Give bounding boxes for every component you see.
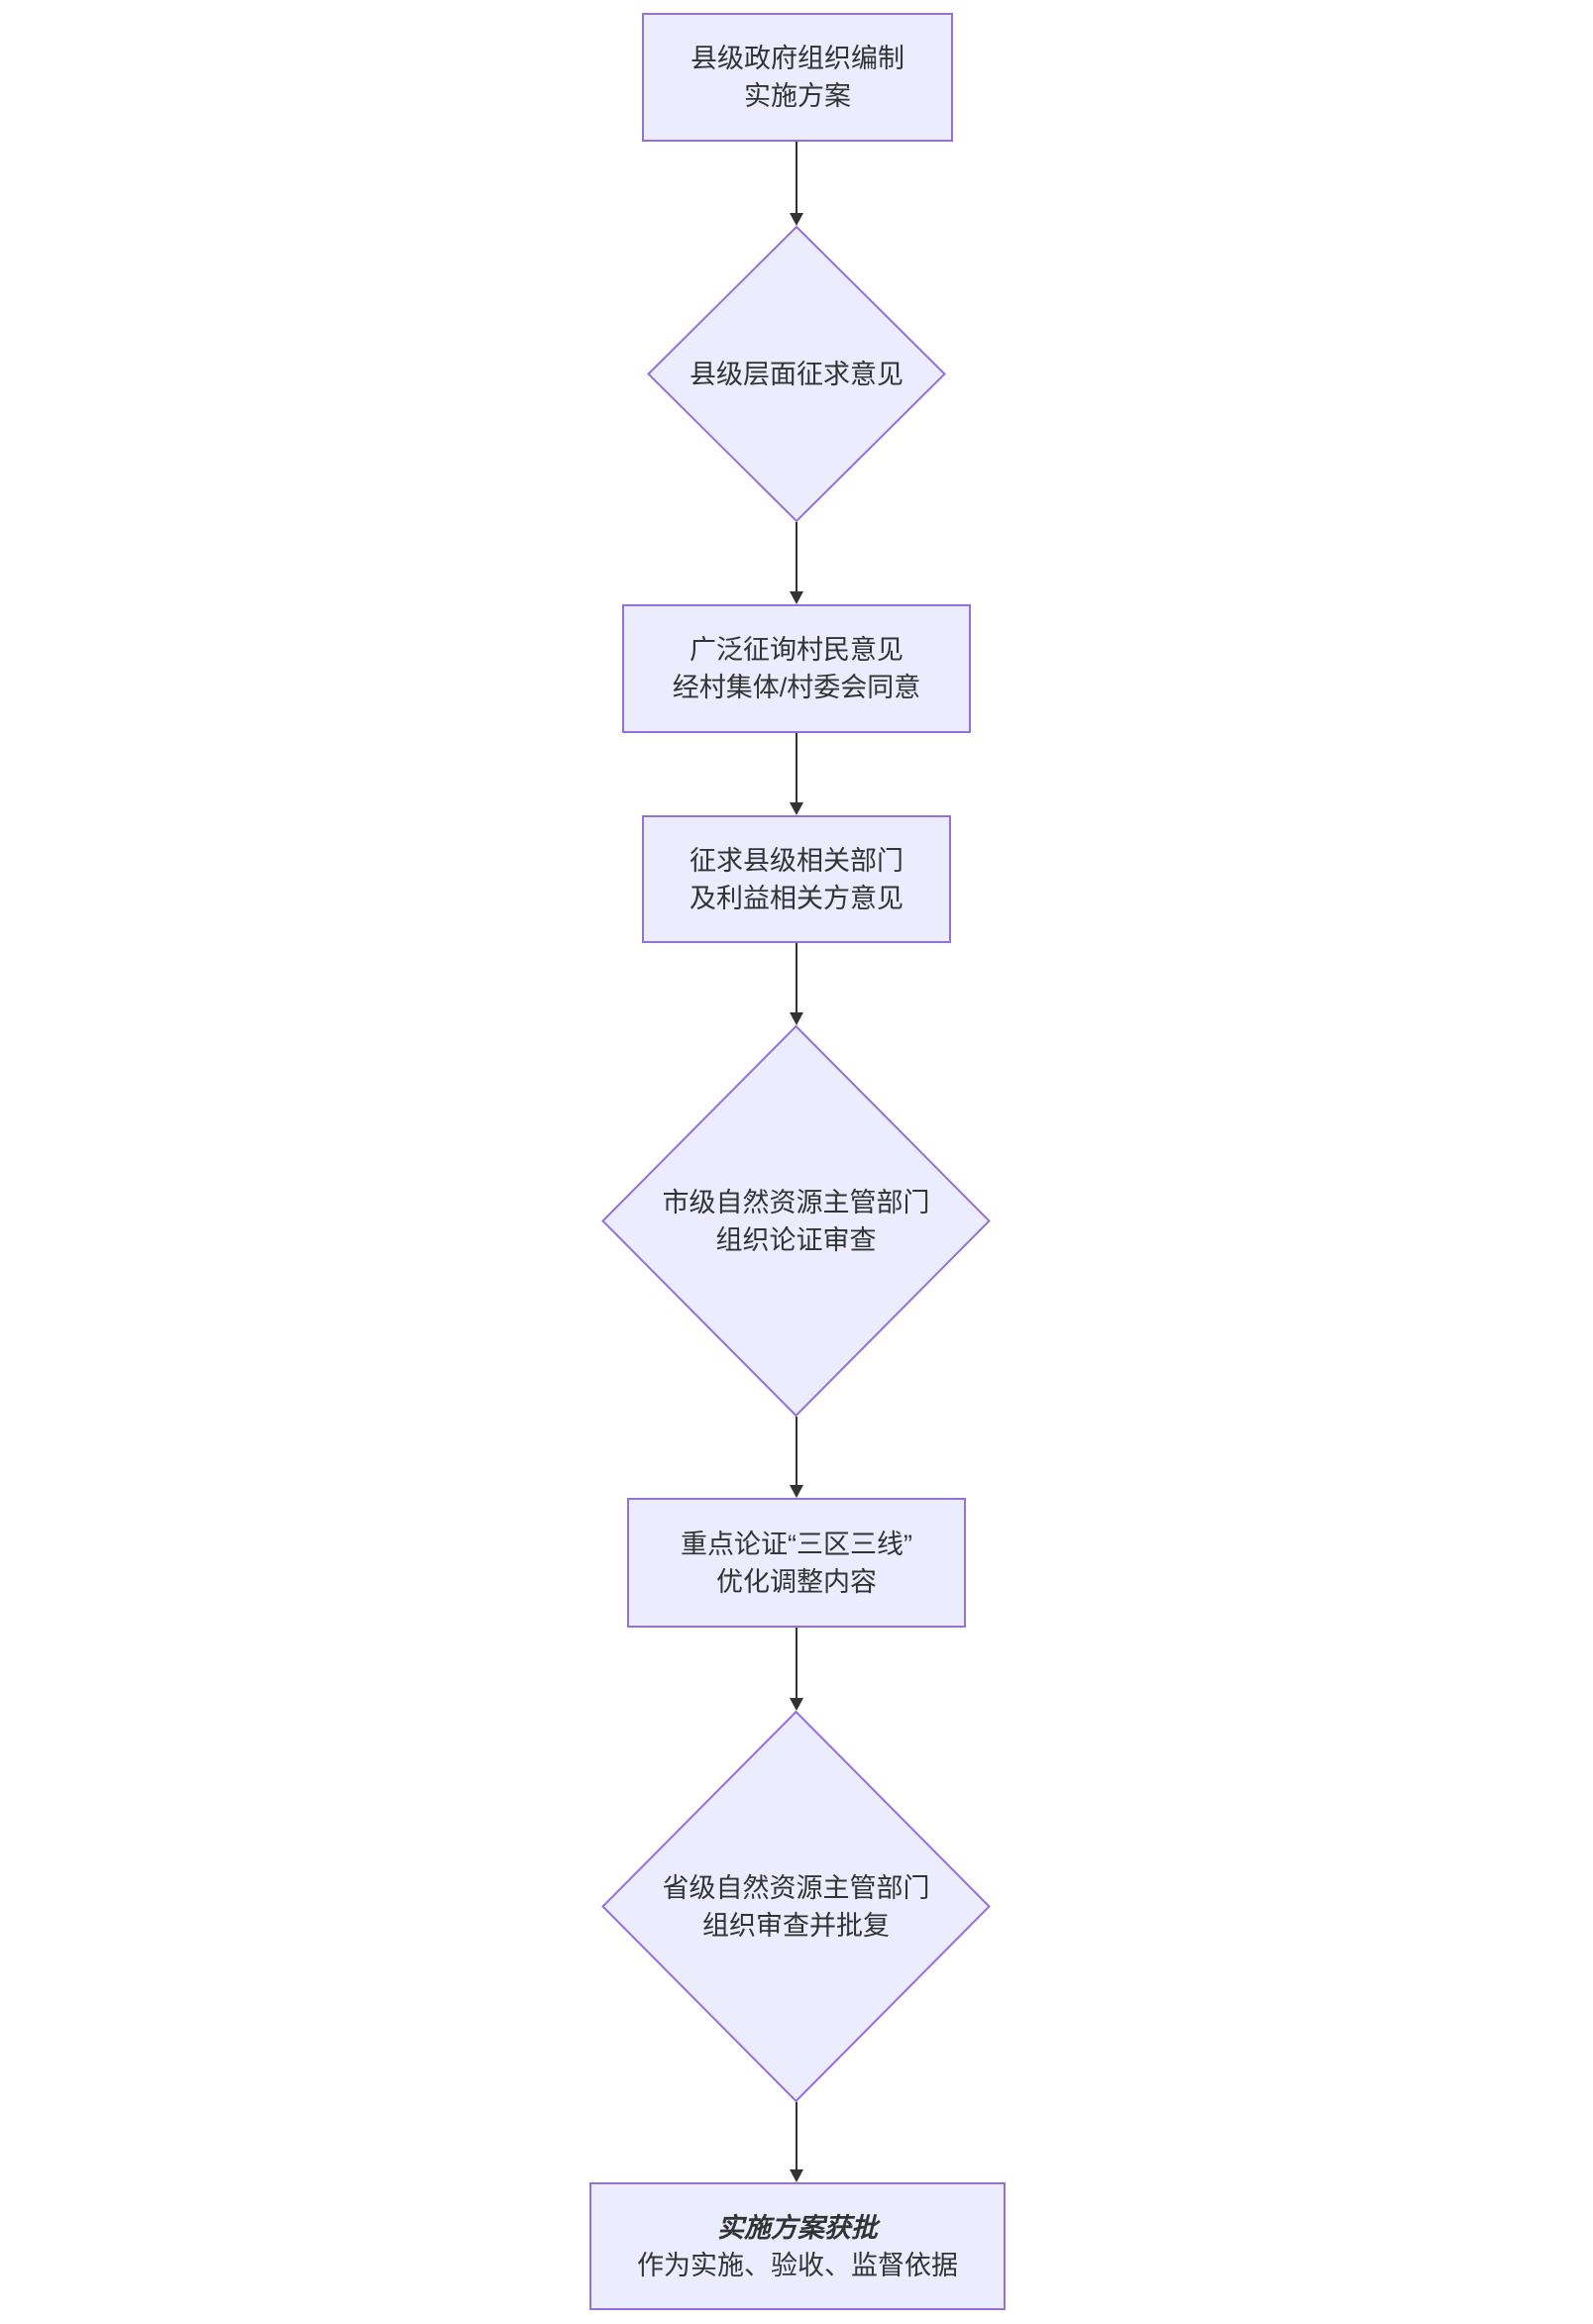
arrowhead-icon bbox=[790, 1012, 803, 1025]
node-label-line: 征求县级相关部门 bbox=[690, 845, 903, 876]
node-label: 重点论证“三区三线” 优化调整内容 bbox=[629, 1500, 964, 1626]
arrowhead-icon bbox=[790, 2169, 803, 2182]
node-label-line-emphasis: 实施方案获批 bbox=[717, 2212, 878, 2243]
node-label: 征求县级相关部门 及利益相关方意见 bbox=[644, 817, 949, 941]
node-label-line: 经村集体/村委会同意 bbox=[672, 673, 921, 702]
diamond-shape bbox=[601, 1711, 991, 2102]
node-label: 市级自然资源主管部门 组织论证审查 bbox=[601, 1025, 991, 1417]
node-label-line: 广泛征询村民意见 bbox=[690, 635, 903, 665]
node-label: 县级政府组织编制 实施方案 bbox=[644, 15, 951, 140]
flowchart-node-plan-approved: 实施方案获批 作为实施、验收、监督依据 bbox=[589, 2182, 1006, 2310]
diamond-shape bbox=[601, 1025, 991, 1417]
arrowhead-icon bbox=[790, 213, 803, 226]
flowchart-node-province-review-approval: 省级自然资源主管部门 组织审查并批复 bbox=[601, 1711, 991, 2102]
flowchart-node-county-gov-prepares-plan: 县级政府组织编制 实施方案 bbox=[642, 13, 953, 142]
node-label-line: 省级自然资源主管部门 bbox=[662, 1872, 930, 1903]
node-label: 县级层面征求意见 bbox=[647, 226, 946, 522]
arrow-line bbox=[796, 943, 797, 1014]
flowchart-node-city-review: 市级自然资源主管部门 组织论证审查 bbox=[601, 1025, 991, 1417]
node-label-line: 及利益相关方意见 bbox=[690, 883, 903, 913]
node-label-line: 市级自然资源主管部门 bbox=[662, 1187, 930, 1217]
node-label: 实施方案获批 作为实施、验收、监督依据 bbox=[591, 2184, 1004, 2308]
arrowhead-icon bbox=[790, 591, 803, 604]
arrowhead-icon bbox=[790, 802, 803, 815]
arrowhead-icon bbox=[790, 1485, 803, 1498]
flowchart-node-county-level-consultation: 县级层面征求意见 bbox=[647, 226, 946, 522]
arrow-line bbox=[796, 142, 797, 215]
node-label: 广泛征询村民意见 经村集体/村委会同意 bbox=[624, 606, 969, 731]
node-label-line: 作为实施、验收、监督依据 bbox=[637, 2250, 958, 2280]
flowchart-node-county-departments-opinions: 征求县级相关部门 及利益相关方意见 bbox=[642, 815, 951, 943]
node-label-line: 优化调整内容 bbox=[716, 1566, 877, 1597]
flowchart-node-three-zones-three-lines: 重点论证“三区三线” 优化调整内容 bbox=[627, 1498, 966, 1628]
arrowhead-icon bbox=[790, 1698, 803, 1711]
arrow-line bbox=[796, 1417, 797, 1487]
flowchart-node-villager-consultation: 广泛征询村民意见 经村集体/村委会同意 bbox=[622, 604, 971, 733]
node-label-line: 县级层面征求意见 bbox=[690, 359, 903, 389]
arrow-line bbox=[796, 2102, 797, 2171]
arrow-line bbox=[796, 733, 797, 804]
node-label-line: 组织论证审查 bbox=[715, 1224, 877, 1255]
node-label: 省级自然资源主管部门 组织审查并批复 bbox=[601, 1711, 991, 2102]
node-label-line: 实施方案 bbox=[744, 81, 851, 111]
diamond-shape bbox=[647, 226, 946, 522]
node-label-line: 县级政府组织编制 bbox=[690, 44, 904, 73]
node-label-line: 组织审查并批复 bbox=[702, 1910, 890, 1941]
arrow-line bbox=[796, 522, 797, 593]
node-label-line: 重点论证“三区三线” bbox=[681, 1529, 912, 1559]
arrow-line bbox=[796, 1628, 797, 1700]
